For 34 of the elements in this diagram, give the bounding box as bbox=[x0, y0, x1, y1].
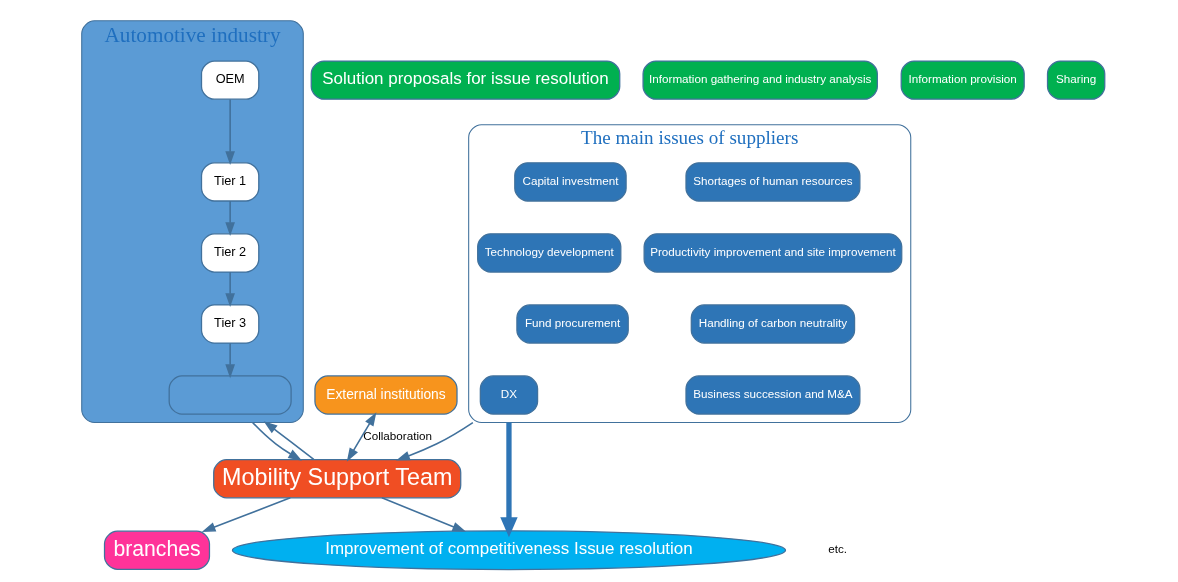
arrow bbox=[346, 412, 377, 462]
node-box: Business succession and M&A bbox=[685, 375, 861, 415]
label: etc. bbox=[828, 542, 847, 556]
arrow bbox=[500, 422, 518, 538]
node-box: Information provision bbox=[900, 60, 1025, 100]
node-box: Solution proposals for issue resolution bbox=[310, 60, 621, 100]
node-box: External institutions bbox=[314, 375, 458, 415]
arrow bbox=[263, 421, 315, 461]
node-box: Tier 1 bbox=[200, 162, 260, 202]
node-box: Capital investment bbox=[514, 162, 627, 202]
node-box: Technology development bbox=[477, 233, 622, 273]
node-box: Sharing bbox=[1046, 60, 1106, 100]
node-box: branches bbox=[103, 530, 211, 570]
node-box: Productivity improvement and site improvement bbox=[643, 233, 903, 273]
node-box: Shortages of human resources bbox=[685, 162, 861, 202]
arrow bbox=[396, 421, 474, 461]
node-box: Mobility Support Team bbox=[213, 459, 462, 499]
node-box: Tier 2 bbox=[200, 233, 260, 273]
node-box: Handling of carbon neutrality bbox=[690, 304, 856, 344]
arrow bbox=[251, 421, 303, 461]
arrow bbox=[201, 497, 292, 532]
arrow bbox=[225, 342, 235, 379]
node-box: Fund procurement bbox=[516, 304, 629, 344]
arrow bbox=[381, 497, 467, 532]
node-ellipse: Improvement of competitiveness Issue resolution bbox=[231, 530, 787, 571]
node-box: OEM bbox=[200, 60, 260, 100]
node-box: Tier 3 bbox=[200, 304, 260, 344]
edge-label: Collaboration bbox=[363, 429, 432, 443]
node-box bbox=[168, 375, 292, 415]
arrow bbox=[225, 200, 235, 237]
arrow bbox=[225, 271, 235, 308]
arrow bbox=[225, 98, 235, 166]
node-box: Information gathering and industry analysis bbox=[642, 60, 878, 100]
node-box: DX bbox=[479, 375, 539, 415]
